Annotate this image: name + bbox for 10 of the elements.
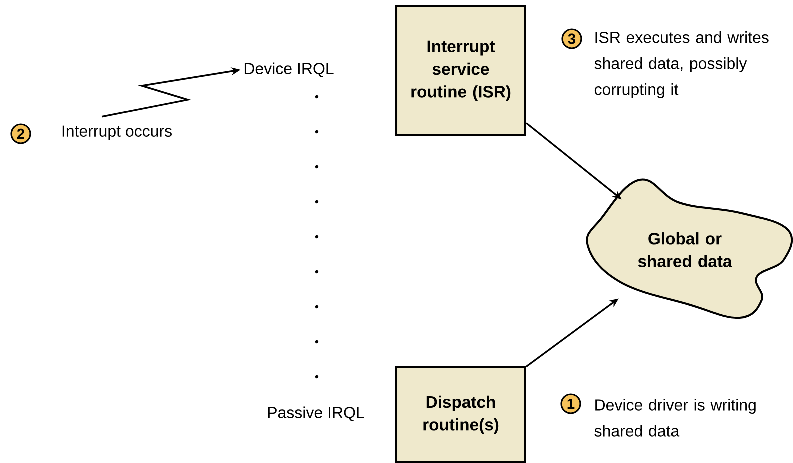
note-text: Device driver is writing shared data (594, 399, 756, 437)
text-label: Passive IRQL (268, 406, 364, 422)
note-text: ISR executes and writes shared data, possibly corrupting it (594, 32, 769, 98)
callout-number: 2 (10, 124, 32, 144)
process-box: Dispatch routine(s) (396, 366, 526, 463)
process-box: Interrupt service routine (ISR) (396, 6, 526, 136)
callout-number: 1 (560, 394, 582, 414)
callout-number: 3 (562, 28, 582, 50)
text-label: Interrupt occurs (62, 126, 172, 140)
text-label: Device IRQL (244, 62, 334, 78)
